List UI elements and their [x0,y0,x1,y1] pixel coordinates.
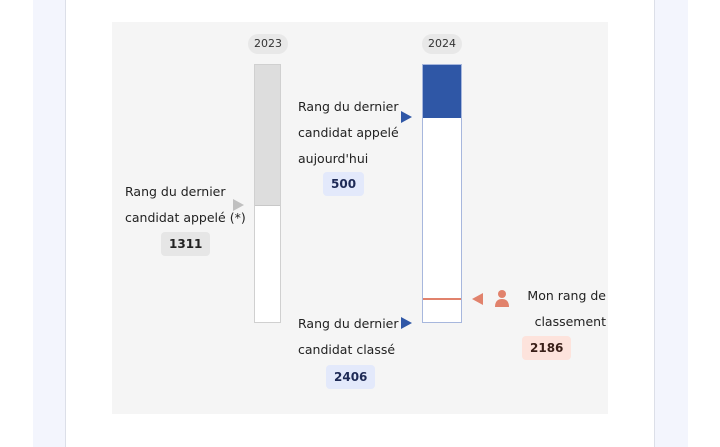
year-label-2023: 2023 [248,34,288,54]
right-gutter [655,0,688,447]
pointer-last-ranked [401,317,412,329]
value-2023-last-called: 1311 [161,232,211,256]
label-today-last-called: Rang du dernier candidat appelé aujourd'… [298,99,399,166]
value-today-last-called: 500 [323,172,365,196]
pointer-2023-last-called [233,199,244,211]
label-2023-last-called: Rang du dernier candidat appelé (*) [125,184,246,225]
value-last-ranked: 2406 [326,365,376,389]
card-border-right [654,0,655,447]
bar-2024 [422,64,462,323]
year-label-2024: 2024 [422,34,462,54]
pointer-my-rank [472,293,483,305]
bar-2023-called-fill [255,65,280,206]
person-icon [495,290,509,307]
bar-2024-called-fill [423,65,461,118]
left-gutter [33,0,66,447]
bar-2023 [254,64,281,323]
pointer-today-last-called [401,111,412,123]
label-last-ranked: Rang du dernier candidat classé [298,316,399,357]
value-my-rank: 2186 [522,336,572,360]
card-border-left [65,0,66,447]
my-rank-marker [423,298,461,300]
label-my-rank: Mon rang de classement [527,288,606,329]
